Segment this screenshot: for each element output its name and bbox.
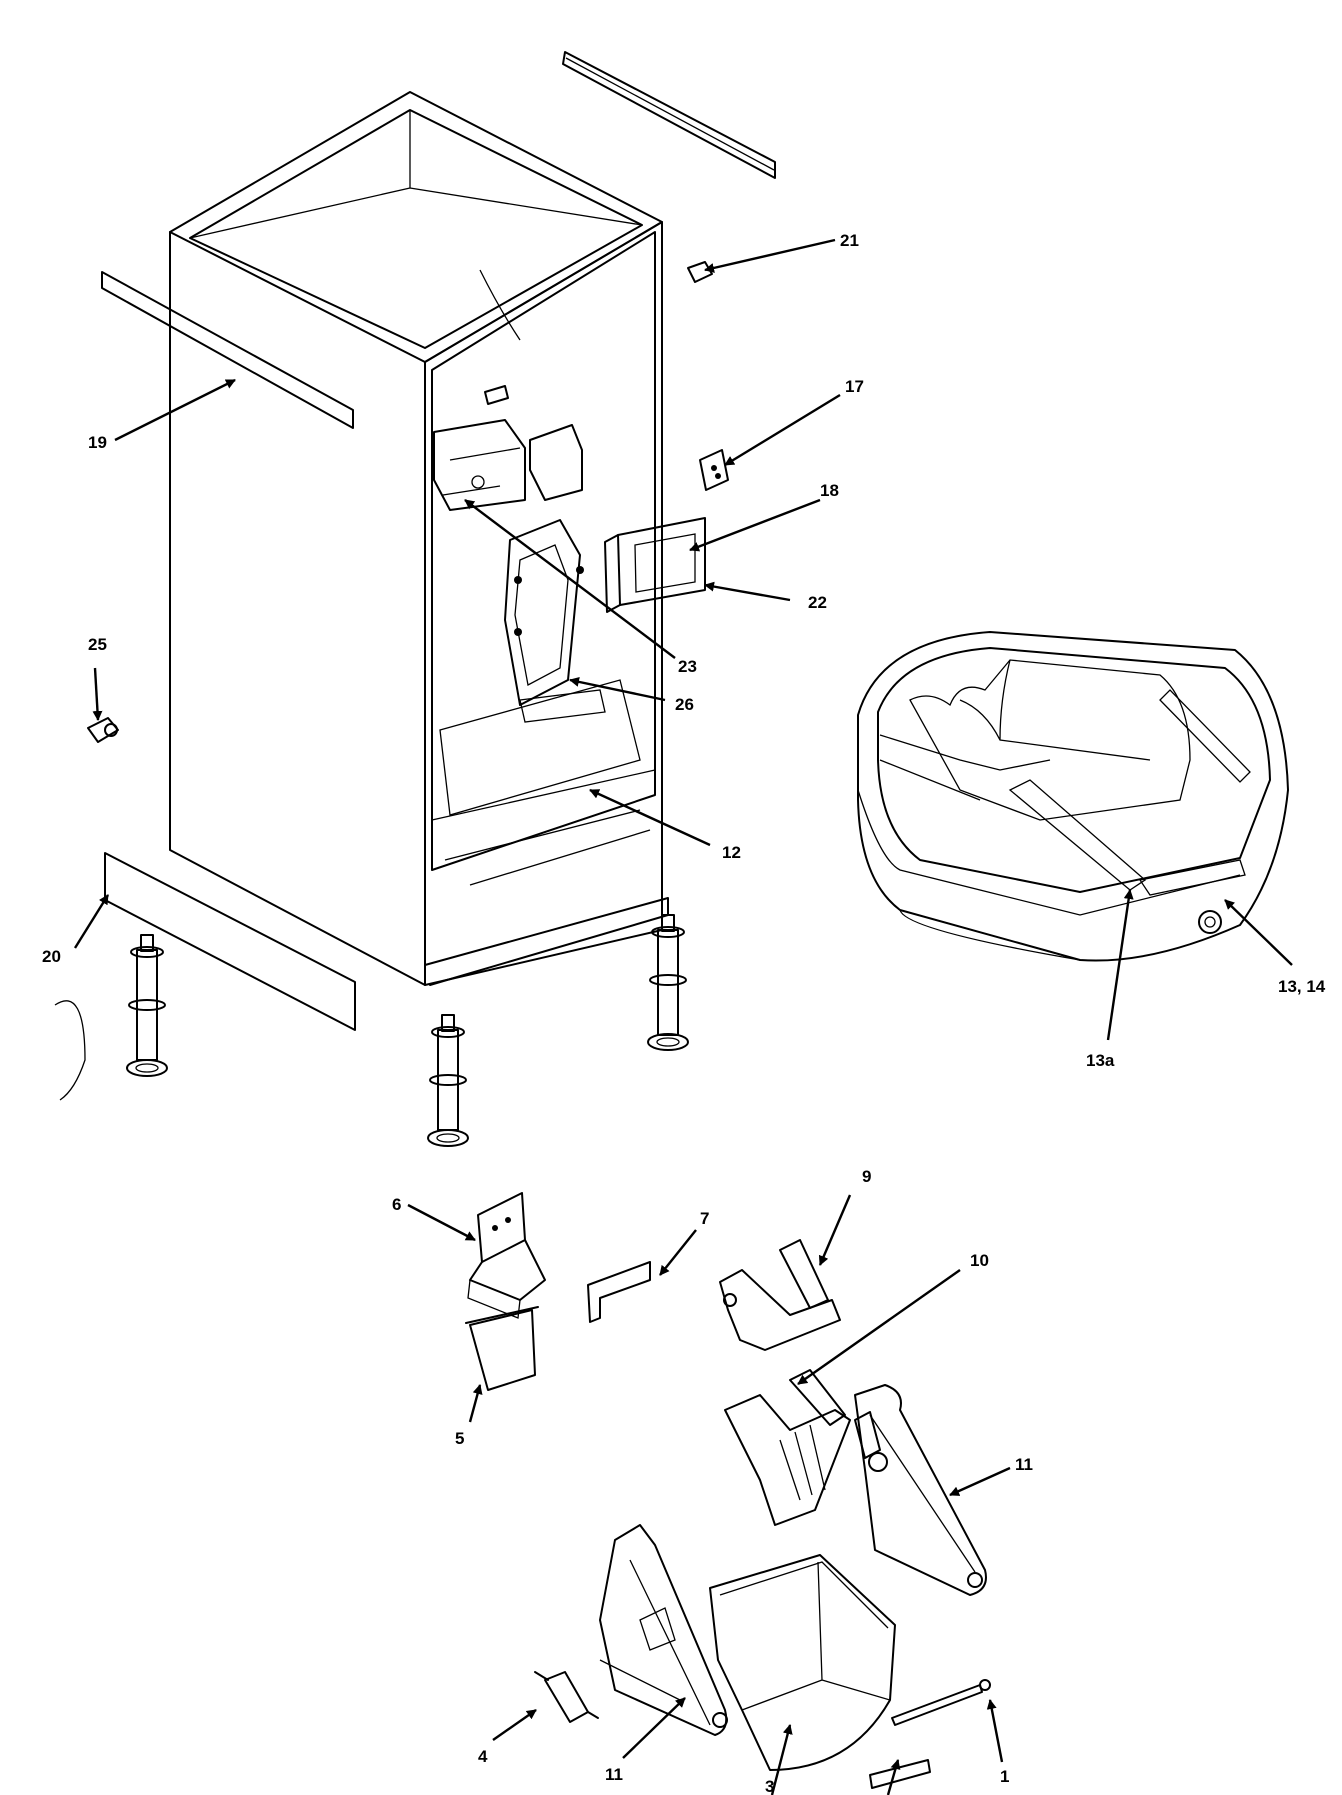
callout-23: 23 [678, 657, 697, 676]
callout-1: 1 [1000, 1767, 1009, 1786]
bracket-7 [587, 1261, 651, 1323]
side-plate-11-right [854, 1384, 987, 1596]
callout-3: 3 [765, 1777, 774, 1795]
callout-17: 17 [845, 377, 864, 396]
callout-13-14: 13, 14 [1278, 977, 1326, 996]
callout-20: 20 [42, 947, 61, 966]
leveling-foot-center [427, 1014, 469, 1147]
flap-5 [465, 1306, 539, 1391]
switch-4 [534, 1671, 599, 1723]
callout-18: 18 [820, 481, 839, 500]
callout-labels: 21 19 17 18 22 23 26 25 12 20 13, 14 13a… [42, 231, 1326, 1795]
switch-17 [699, 449, 729, 491]
top-trim-strip [562, 51, 776, 179]
ice-bin-assembly [857, 631, 1289, 962]
leader-lines [73, 238, 1293, 1795]
side-plate-11-left [599, 1524, 728, 1736]
clip-21 [687, 261, 713, 283]
callout-19: 19 [88, 433, 107, 452]
callout-5: 5 [455, 1429, 464, 1448]
callout-21: 21 [840, 231, 859, 250]
trim-strip-19 [101, 271, 354, 429]
rod-1 [891, 1679, 991, 1726]
callout-10: 10 [970, 1251, 989, 1270]
callout-11-left: 11 [605, 1765, 623, 1784]
actuator-9 [719, 1239, 841, 1351]
callout-12: 12 [722, 843, 741, 862]
kick-plate-20 [54, 852, 356, 1101]
ice-bucket-3 [709, 1554, 896, 1771]
label-strip [869, 1759, 931, 1789]
leveling-foot-rear [647, 914, 689, 1051]
leveling-foot-front [126, 934, 168, 1077]
callout-26: 26 [675, 695, 694, 714]
chute-door-10 [724, 1369, 888, 1526]
callout-11-right: 11 [1015, 1455, 1033, 1474]
callout-7: 7 [700, 1209, 709, 1228]
callout-6: 6 [392, 1195, 401, 1214]
bracket-6 [467, 1192, 546, 1319]
fitting-25 [87, 717, 119, 743]
callout-4: 4 [478, 1747, 488, 1766]
callout-9: 9 [862, 1167, 871, 1186]
cabinet [169, 91, 669, 986]
callout-22: 22 [808, 593, 827, 612]
callout-13a: 13a [1086, 1051, 1115, 1070]
callout-25: 25 [88, 635, 107, 654]
